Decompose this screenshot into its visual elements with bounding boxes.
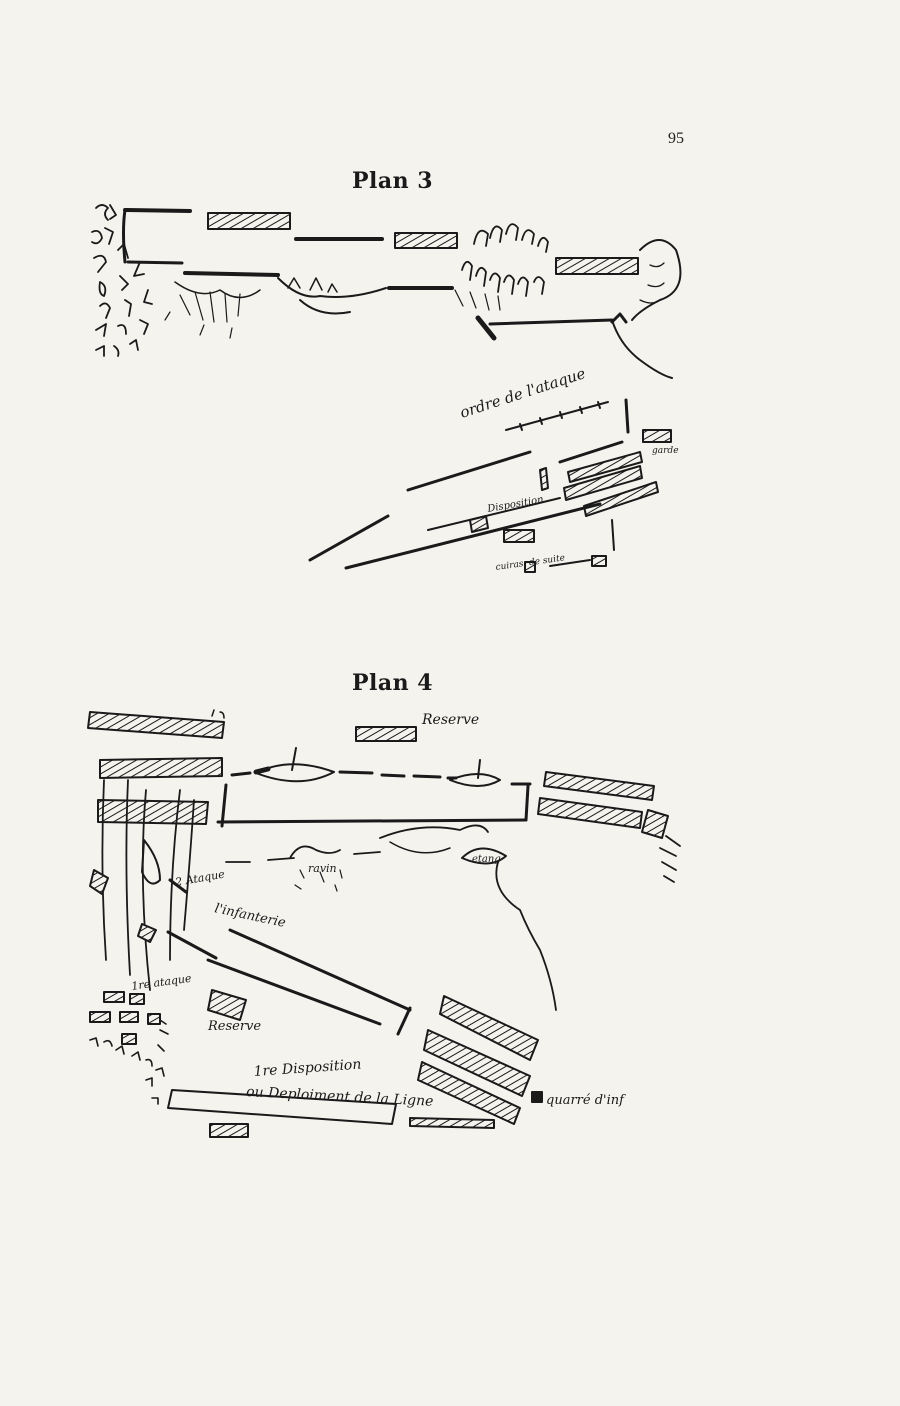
plan-4-title: Plan 4	[352, 670, 434, 696]
label-disposition-3: Disposition	[486, 494, 545, 515]
label-garde: garde	[652, 446, 679, 456]
label-disposition-4: 1re Disposition	[253, 1057, 362, 1080]
page-number: 95	[668, 130, 684, 147]
label-deploiment: ou Deploiment de la Ligne	[246, 1084, 434, 1110]
label-infanterie: l'infanterie	[213, 901, 287, 931]
label-deuxieme-ataque: 2 Ataque	[173, 867, 226, 889]
plan-3-labels: ordre de l'ataque garde Disposition cuir…	[458, 364, 679, 573]
label-etang: etang	[472, 854, 501, 865]
label-reserve-bottom: Reserve	[207, 1019, 261, 1034]
plan-4-sketch	[87, 709, 681, 1138]
label-quarre-inf: quarré d'inf	[546, 1093, 626, 1108]
label-ravin: ravin	[308, 862, 337, 875]
plan-3-sketch	[91, 204, 682, 573]
label-premiere-ataque: 1re ataque	[131, 972, 193, 993]
label-reserve-top: Reserve	[421, 712, 479, 728]
plan-3-title: Plan 3	[352, 168, 434, 194]
